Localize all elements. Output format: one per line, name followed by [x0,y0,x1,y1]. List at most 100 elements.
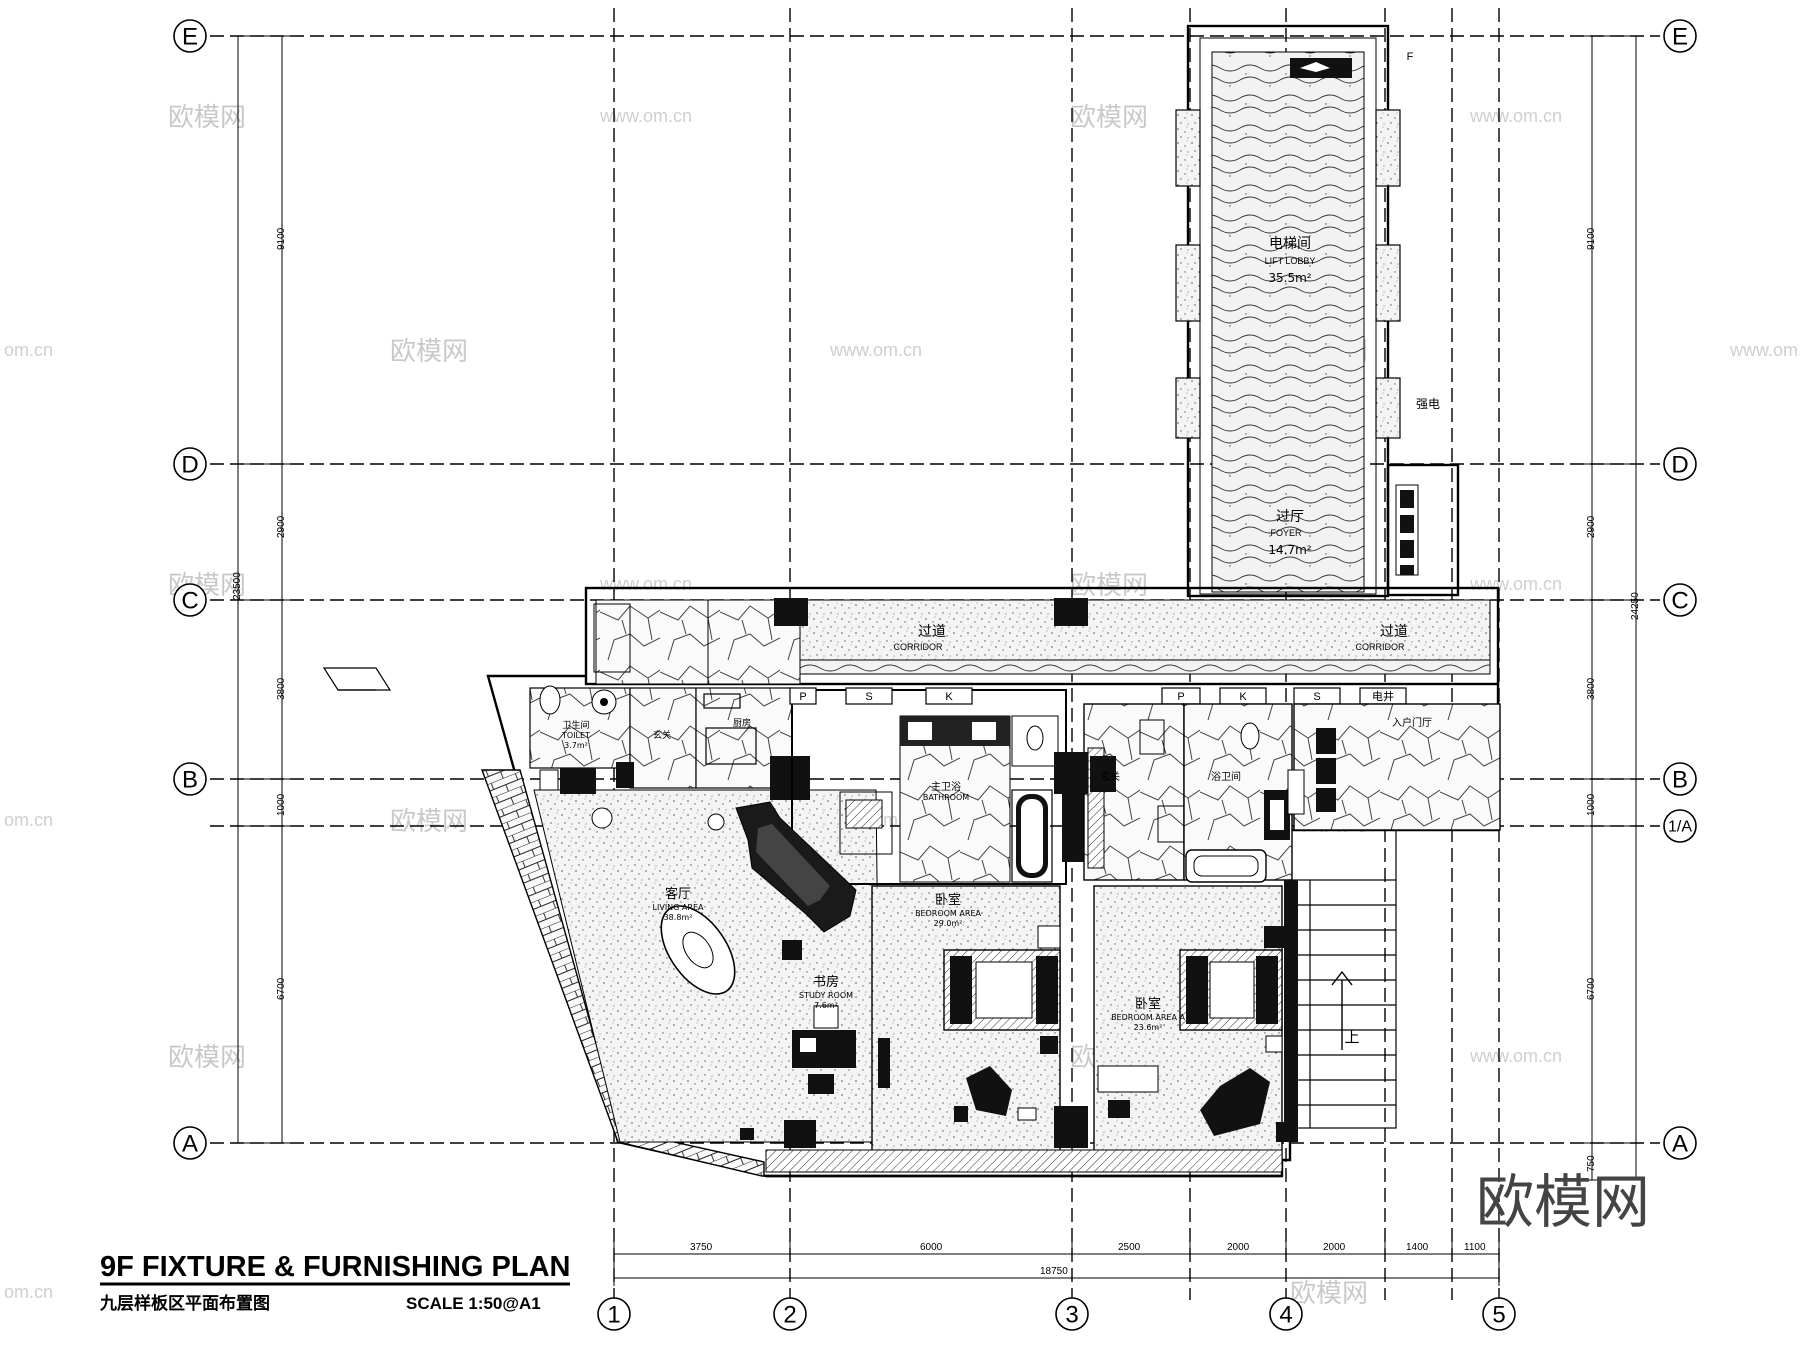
dim-label: 2900 [276,515,287,538]
shaft-tag: P [799,691,806,703]
room-label-strong-current: 强电 [1416,397,1440,411]
watermark-url: www.om.cn [1469,106,1562,126]
axis-bubble-1a: 1/A [1668,819,1692,836]
shaft-tag: P [1177,691,1184,703]
axis-bubble-e: E [1672,24,1688,51]
room-label-lift-lobby-en: LIFT LOBBY [1265,256,1316,266]
shaft-tag: S [1313,691,1320,703]
room-label-bath-left-en: BATHROOM [923,793,969,802]
dim-label: 2000 [1227,1242,1250,1253]
axis-bubble-c: C [1671,588,1688,615]
title-block: 9F FIXTURE & FURNISHING PLAN 九层样板区平面布置图 … [99,1251,570,1314]
room-area-study: 7.6m² [814,1001,838,1010]
dim-label: 9100 [1586,227,1597,250]
stair-up-label: 上 [1344,1028,1359,1046]
room-label-bedroom-right-en: BEDROOM AREA A [1111,1013,1185,1022]
axis-bubble-c: C [181,588,198,615]
room-label-foyer: 过厅 [1276,509,1304,525]
dim-label: 6700 [1586,977,1597,1000]
watermark-url: www.om.cn [1469,574,1562,594]
watermark-brand: 欧模网 [390,807,468,837]
room-label-foyer-en: FOYER [1270,528,1302,538]
dim-label: 3800 [1586,677,1597,700]
dim-label: 1400 [1406,1242,1429,1253]
shaft-tag: K [1239,691,1247,703]
dim-label: 2500 [1118,1242,1141,1253]
room-label-entry: 玄关 [653,729,671,741]
dim-label: 1000 [276,793,287,816]
room-label-living-en: LIVING AREA [653,903,704,912]
room-label-corridor-right-en: CORRIDOR [1356,642,1405,652]
axis-bubble-4: 4 [1279,1302,1292,1329]
dimension-lines: 9100 2900 23500 3800 1000 6700 9100 2900… [230,35,1644,1286]
room-label-kitchen: 厨房 [733,717,751,729]
dim-label: 2000 [1323,1242,1346,1253]
dim-label: 1100 [1464,1242,1486,1253]
dim-label-total: 18750 [1040,1266,1068,1277]
dim-label: 23500 [232,572,243,600]
room-area-living: 38.8m² [664,913,693,922]
axis-bubbles: E E D D C C B B 1/A A A 1 2 3 4 5 [173,19,1697,1331]
room-label-lift-lobby: 电梯间 [1269,236,1311,252]
watermark-brand: 欧模网 [1070,571,1148,601]
room-label-study: 书房 [813,974,839,990]
watermark-url: om.cn [4,1282,53,1302]
axis-bubble-3: 3 [1065,1302,1078,1329]
dim-label: 9100 [276,227,287,250]
axis-bubble-b: B [1672,767,1688,794]
axis-bubble-1: 1 [607,1302,620,1329]
watermark-url: www.om.cn [1469,1046,1562,1066]
axis-bubble-5: 5 [1492,1302,1505,1329]
watermark-url: www.om.cn [1729,340,1800,360]
room-area-wc: 3.7m² [564,741,588,750]
apartment-shell: P S K P K S 电井 [322,603,1501,1178]
axis-bubble-a: A [182,1131,198,1158]
dim-label: 750 [1586,1155,1597,1172]
room-label-bath-right: 浴卫间 [1211,770,1241,783]
dim-label: 1000 [1586,793,1597,816]
axis-bubble-2: 2 [783,1302,796,1329]
axis-bubble-e: E [182,24,198,51]
axis-bubble-b: B [182,767,198,794]
dim-label: 2900 [1586,515,1597,538]
axis-bubble-a: A [1672,1131,1688,1158]
watermark-brand: 欧模网 [168,103,246,133]
watermark-brand: 欧模网 [390,337,468,367]
corridor: 过道 CORRIDOR 过道 CORRIDOR [584,586,1500,686]
watermark-url: www.om.cn [599,574,692,594]
room-label-living: 客厅 [665,886,691,902]
dim-label: 6700 [276,977,287,1000]
room-area-bedroom-right: 23.6m² [1134,1023,1163,1032]
watermark-url: www.om.cn [829,340,922,360]
shaft-tag: 电井 [1372,689,1394,703]
drawing-subtitle: 九层样板区平面布置图 [99,1293,270,1314]
axis-bubble-d: D [1671,452,1688,479]
dim-label: 24250 [1630,592,1641,620]
structural-columns [616,752,1298,1148]
watermark-brand: 欧模网 [1290,1279,1368,1309]
room-label-bedroom-left-en: BEDROOM AREA [915,909,981,918]
room-label-corridor-right: 过道 [1380,624,1408,640]
room-label-bedroom-right: 卧室 [1135,996,1161,1012]
room-label-study-en: STUDY ROOM [799,991,853,1000]
room-area-lift-lobby: 35.5m² [1268,271,1311,285]
dim-label: 6000 [920,1242,943,1253]
watermark-brand-large: 欧模网 [1476,1168,1650,1236]
corner-mark: F [1407,51,1414,63]
stair [1289,830,1397,1129]
watermark-url: om.cn [4,340,53,360]
room-label-wc: 卫生间 [562,719,589,731]
room-area-foyer: 14.7m² [1268,543,1311,557]
room-label-corridor-left: 过道 [918,624,946,640]
room-label-wc-en: TOILET [561,731,590,740]
drawing-scale: SCALE 1:50@A1 [406,1294,541,1313]
shaft-tag: K [945,691,953,703]
room-label-bath-left: 主卫浴 [931,781,961,793]
dim-label: 3800 [276,677,287,700]
room-area-bedroom-left: 29.0m² [934,919,963,928]
room-label-entrance: 入户门厅 [1392,716,1432,729]
axis-bubble-d: D [181,452,198,479]
lift-lobby-tower: F 电梯间 LIFT LOBBY 35.5m² 过厅 FOYER 14.7m² … [1175,24,1460,598]
drawing-title: 9F FIXTURE & FURNISHING PLAN [100,1251,570,1283]
room-label-corridor-left-en: CORRIDOR [894,642,943,652]
